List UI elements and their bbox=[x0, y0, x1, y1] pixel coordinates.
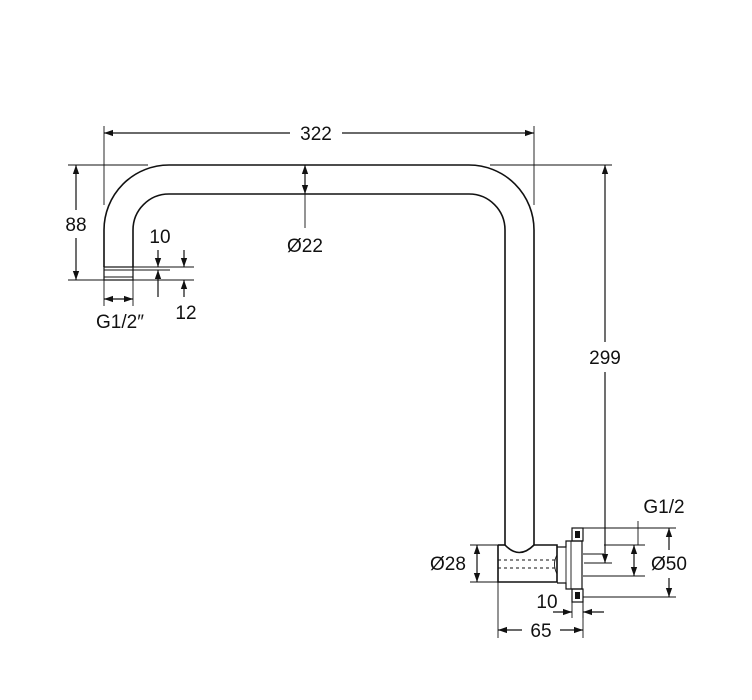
dimension-width-label: 322 bbox=[300, 124, 332, 145]
dimension-left-height-label: 88 bbox=[65, 215, 86, 236]
dimension-base-length-label: 65 bbox=[530, 621, 551, 642]
dimension-flange-diameter-label: Ø50 bbox=[651, 554, 687, 575]
dimension-right-thread-label: G1/2 bbox=[643, 497, 684, 518]
dimension-pipe-diameter-label: Ø22 bbox=[287, 236, 323, 257]
dimension-thread-length-label: 10 bbox=[149, 227, 170, 248]
dimension-width: 322 bbox=[103, 124, 535, 205]
dimension-drop-height: 299 bbox=[490, 164, 621, 564]
dimension-thread-gap-label: 12 bbox=[175, 303, 196, 324]
shower-arm-pipe bbox=[103, 164, 535, 554]
left-thread-connector bbox=[103, 266, 134, 281]
dimension-pipe-diameter: Ø22 bbox=[287, 165, 323, 257]
dimension-flange-offset-label: 10 bbox=[536, 592, 557, 613]
dimension-right-thread: G1/2 bbox=[604, 497, 685, 577]
dimension-flange-offset: 10 bbox=[536, 592, 604, 618]
dimension-base-diameter-label: Ø28 bbox=[430, 554, 466, 575]
dimension-left-thread-label: G1/2″ bbox=[96, 312, 144, 333]
dimension-left-height: 88 bbox=[65, 164, 148, 281]
dimension-drop-height-label: 299 bbox=[589, 348, 621, 369]
dimension-base-length: 65 bbox=[497, 582, 584, 642]
dimension-left-thread: G1/2″ bbox=[96, 280, 144, 333]
wall-mount-base bbox=[497, 527, 604, 603]
dimension-flange-diameter: Ø50 bbox=[583, 527, 687, 598]
dimension-base-diameter: Ø28 bbox=[430, 544, 498, 583]
dimension-thread-detail: 10 12 bbox=[133, 227, 197, 324]
